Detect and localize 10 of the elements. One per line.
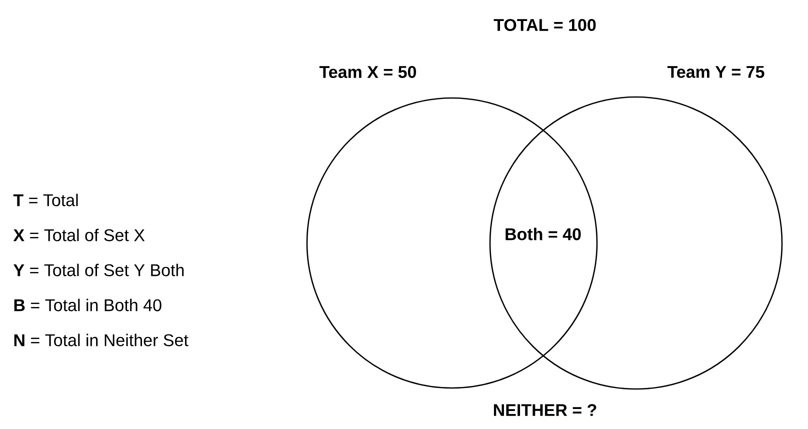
key-entry: N = Total in Neither Set <box>14 334 188 346</box>
key-entry: Y = Total of Set Y Both <box>14 264 184 276</box>
neither-label: NEITHER = ? <box>494 404 596 416</box>
key-entry: X = Total of Set X <box>13 228 145 242</box>
total-label: TOTAL = 100 <box>494 18 596 32</box>
set-heading: Team Y = 75 <box>667 66 764 78</box>
key-entry: B = Total in Both 40 <box>14 298 162 312</box>
overlap-label: Both = 40 <box>506 228 581 240</box>
set-heading: Team X = 50 <box>319 66 416 78</box>
key-entry: T = Total <box>13 194 78 206</box>
